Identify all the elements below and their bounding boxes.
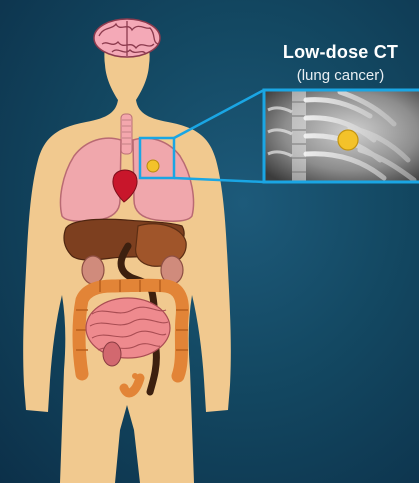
scan-subtitle: (lung cancer) (262, 67, 419, 84)
brain (94, 19, 160, 57)
ct-scan-image (264, 90, 419, 182)
scan-title: Low-dose CT (262, 42, 419, 63)
trachea (121, 114, 132, 154)
bladder (103, 342, 121, 366)
small-intestine (86, 298, 170, 358)
